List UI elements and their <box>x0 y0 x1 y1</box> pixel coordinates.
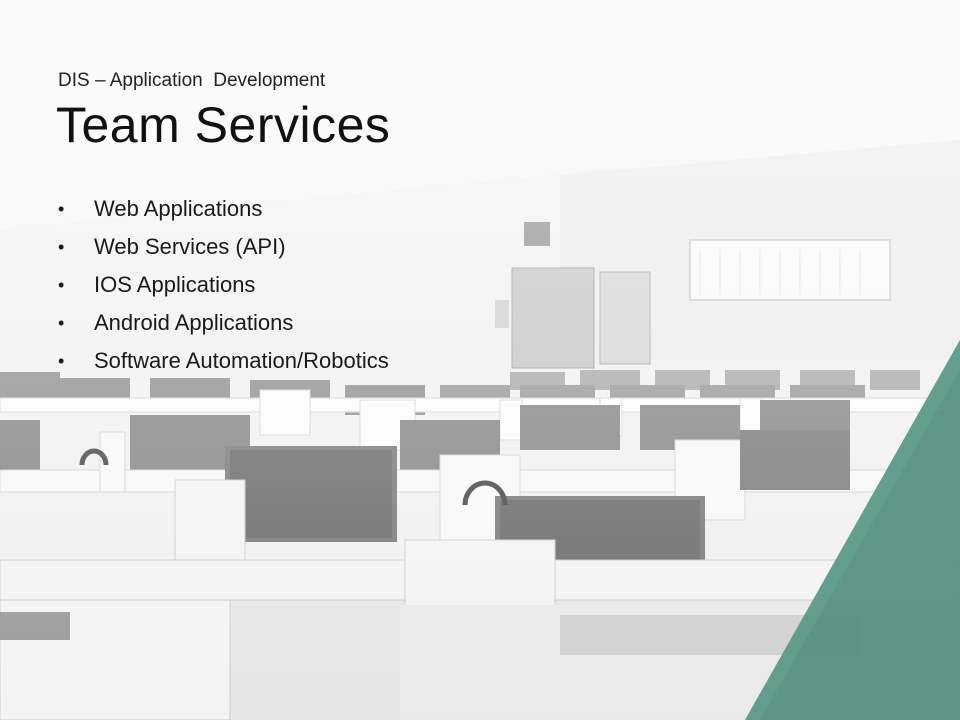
service-label: IOS Applications <box>94 272 256 297</box>
list-item: • Android Applications <box>58 304 389 342</box>
bullet-icon: • <box>58 236 65 257</box>
service-label: Web Applications <box>94 196 263 221</box>
bullet-icon: • <box>58 350 65 371</box>
list-item: • IOS Applications <box>58 266 389 304</box>
service-label: Software Automation/Robotics <box>94 348 389 373</box>
service-label: Android Applications <box>94 310 294 335</box>
service-label: Web Services (API) <box>94 234 286 259</box>
list-item: • Web Applications <box>58 190 389 228</box>
bullet-icon: • <box>58 312 65 333</box>
services-list: • Web Applications • Web Services (API) … <box>58 190 389 380</box>
bullet-icon: • <box>58 198 65 219</box>
list-item: • Web Services (API) <box>58 228 389 266</box>
bullet-icon: • <box>58 274 65 295</box>
list-item: • Software Automation/Robotics <box>58 342 389 380</box>
slide-title: Team Services <box>56 97 391 153</box>
slide-subtitle: DIS – Application Development <box>58 70 326 91</box>
